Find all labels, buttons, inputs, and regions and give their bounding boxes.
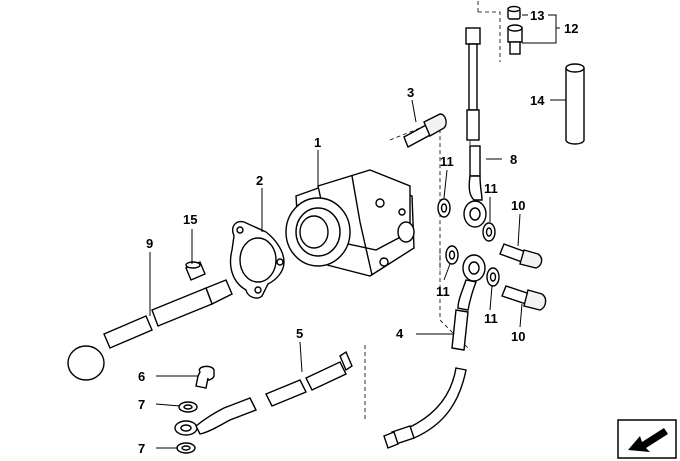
callout-10-lower: 10 — [511, 329, 525, 344]
callout-9: 9 — [146, 236, 153, 251]
part-5-return-line — [174, 350, 353, 436]
callout-3: 3 — [407, 85, 414, 100]
part-1-pump-body — [285, 169, 415, 277]
callout-12: 12 — [564, 21, 578, 36]
callout-4: 4 — [396, 326, 404, 341]
callout-6: 6 — [138, 369, 145, 384]
part-15-sleeve — [185, 261, 206, 281]
callout-7-lower: 7 — [138, 441, 145, 456]
part-3-bolt — [403, 113, 447, 148]
part-7-washer-upper — [178, 401, 198, 413]
part-4-pressure-line — [383, 254, 486, 449]
callout-5: 5 — [296, 326, 303, 341]
part-11-washer-d — [486, 267, 500, 287]
part-7-washer-lower — [176, 442, 196, 454]
part-11-washer-c — [445, 245, 459, 265]
part-10-bolt-lower — [501, 285, 547, 311]
leader-lines — [149, 14, 566, 449]
callout-14: 14 — [530, 93, 545, 108]
part-11-washer-a — [437, 198, 451, 218]
callout-1: 1 — [314, 135, 321, 150]
direction-arrow-icon — [617, 419, 677, 459]
part-10-bolt-upper — [499, 243, 543, 269]
callout-11-c: 11 — [436, 284, 450, 299]
part-14-tube — [565, 63, 585, 145]
callout-13: 13 — [530, 8, 544, 23]
callout-2: 2 — [256, 173, 263, 188]
callout-8: 8 — [510, 152, 517, 167]
part-11-washer-b — [482, 222, 496, 242]
callout-11-d: 11 — [484, 311, 498, 326]
callout-10-upper: 10 — [511, 198, 525, 213]
callout-15: 15 — [183, 212, 197, 227]
callouts: 1 2 3 4 5 6 7 7 8 9 10 10 11 11 11 11 12… — [138, 8, 578, 456]
upper-pressure-line — [463, 27, 487, 228]
callout-7-upper: 7 — [138, 397, 145, 412]
part-12-fitting — [507, 24, 523, 55]
callout-11-a: 11 — [440, 154, 454, 169]
part-6-screw — [195, 365, 215, 389]
part-9-hose — [67, 279, 233, 381]
part-13-plug — [507, 5, 521, 20]
part-2-gasket — [229, 220, 285, 299]
callout-11-b: 11 — [484, 181, 498, 196]
